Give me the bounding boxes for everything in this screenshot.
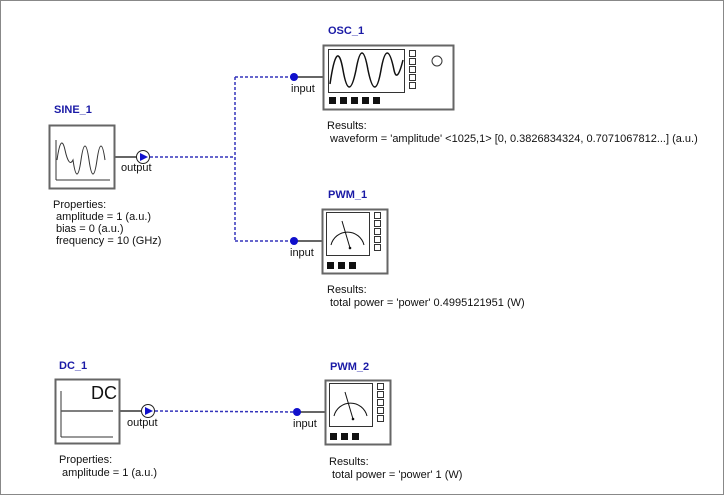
sine-block-name: SINE_1 (54, 104, 92, 116)
waveform-icon (329, 52, 404, 88)
osc-port-label: input (291, 83, 315, 95)
pwm1-input-port[interactable] (290, 237, 298, 245)
osc-result: waveform = 'amplitude' <1025,1> [0, 0.38… (330, 133, 698, 145)
dc-icon-text: DC (91, 383, 117, 403)
meter-gauge-icon (330, 231, 365, 246)
pwm1-port-label: input (290, 247, 314, 259)
sine-wave-icon (55, 140, 110, 181)
sine-output-port[interactable] (136, 150, 150, 164)
pwm2-results-title: Results: (329, 456, 369, 468)
dc-property: amplitude = 1 (a.u.) (62, 467, 158, 479)
sine-property: frequency = 10 (GHz) (56, 235, 162, 247)
pwm1-block-name: PWM_1 (328, 189, 368, 201)
dc-properties-title: Properties: (59, 454, 113, 466)
dc-port-label: output (127, 417, 158, 429)
dc-block[interactable] (54, 378, 121, 445)
pwm1-block[interactable] (321, 208, 389, 275)
dc-block-name: DC_1 (59, 360, 88, 372)
link-dc-to-pwm2[interactable] (154, 410, 297, 413)
sine-properties-title: Properties: (53, 199, 107, 211)
pwm2-block[interactable] (324, 379, 392, 446)
sine-port-label: output (121, 162, 152, 174)
pwm1-result: total power = 'power' 0.4995121951 (W) (330, 297, 525, 309)
pwm2-result: total power = 'power' 1 (W) (332, 469, 463, 481)
pwm2-block-name: PWM_2 (330, 361, 370, 373)
pwm2-input-port[interactable] (293, 408, 301, 416)
osc-input-port[interactable] (290, 73, 298, 81)
sine-property: amplitude = 1 (a.u.) (56, 211, 152, 223)
dc-output-port[interactable] (141, 404, 155, 418)
osc-results-title: Results: (327, 120, 367, 132)
sine-property: bias = 0 (a.u.) (56, 223, 124, 235)
link-sine-to-meters[interactable] (150, 76, 292, 242)
pwm2-port-label: input (293, 418, 317, 430)
meter-gauge-icon (333, 402, 368, 417)
pwm1-results-title: Results: (327, 284, 367, 296)
osc-block-name: OSC_1 (328, 25, 365, 37)
knob-icon (431, 55, 443, 67)
sine-block[interactable] (48, 124, 116, 190)
osc-block[interactable] (322, 44, 455, 111)
